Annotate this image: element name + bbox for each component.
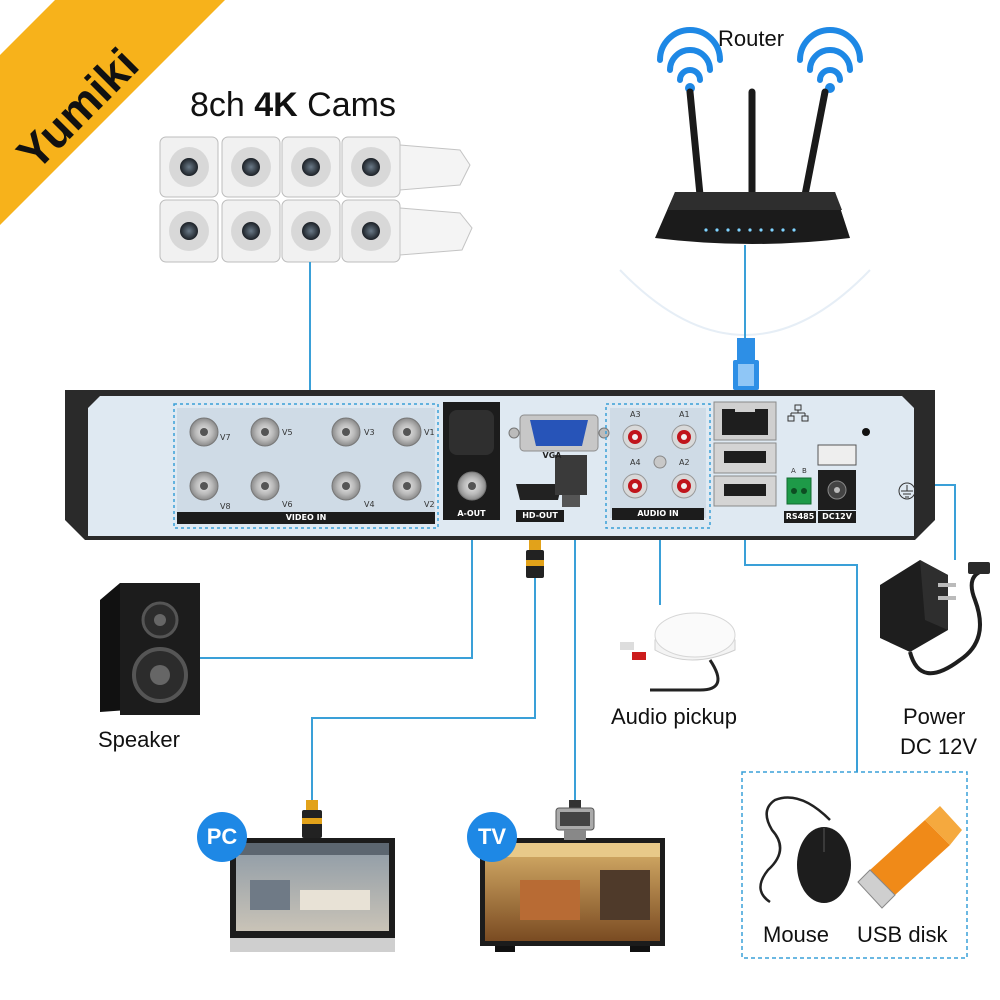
video-channel-v7: V7 [220, 433, 231, 442]
usb-peripherals-box [741, 771, 968, 959]
audio-channel-a3: A3 [630, 410, 641, 419]
video-channel-v8: V8 [220, 502, 231, 511]
audio-channel-a2: A2 [679, 458, 690, 467]
vga-label: VGA [542, 451, 562, 460]
power-adapter-device [880, 560, 990, 676]
mouse-device [759, 796, 851, 904]
dvr-back-panel [65, 390, 935, 540]
pc-monitor [230, 838, 395, 952]
cameras-title: 8ch 4K Cams [190, 86, 396, 125]
cameras-resolution: 4K [254, 86, 298, 124]
audio-pickup-label: Audio pickup [611, 704, 737, 729]
dvi-cable-plug-pc [302, 800, 322, 838]
brand-ribbon [0, 0, 225, 225]
audio-in-label: AUDIO IN [612, 508, 704, 520]
ground-icon [898, 482, 916, 500]
wifi-icon-right [797, 27, 863, 83]
vga-cable-plug-tv [555, 800, 595, 840]
speaker-label: Speaker [98, 727, 180, 752]
video-channel-v5: V5 [282, 428, 293, 437]
hd-out-label: HD-OUT [516, 510, 564, 522]
power-label-line1: Power [903, 704, 966, 729]
tv-screen [480, 838, 665, 952]
mouse-label: Mouse [763, 922, 830, 947]
video-channel-v2: V2 [424, 500, 435, 509]
pc-badge: PC [197, 812, 247, 862]
video-channel-v3: V3 [364, 428, 375, 437]
dc12v-label: DC12V [818, 511, 856, 523]
rs485-pin-a: A [791, 467, 796, 475]
audio-channel-a1: A1 [679, 410, 690, 419]
power-label-line2: DC 12V [900, 734, 978, 759]
network-icon [787, 404, 809, 422]
hdmi-cable-plug [526, 540, 544, 578]
router-device [655, 88, 850, 244]
rs485-pin-b: B [802, 467, 807, 475]
usb-disk-device [857, 806, 962, 909]
video-channel-v1: V1 [424, 428, 435, 437]
ethernet-plug [733, 338, 759, 390]
wifi-icon-left [657, 27, 723, 83]
audio-channel-a4: A4 [630, 458, 641, 467]
cameras-count: 8ch [190, 86, 255, 124]
audio-pickup-device [620, 612, 736, 692]
video-channel-v6: V6 [282, 500, 293, 509]
camera-array [159, 136, 473, 263]
usb-disk-label: USB disk [857, 922, 948, 947]
rs485-label: RS485 [784, 511, 816, 523]
video-in-label: VIDEO IN [177, 512, 435, 524]
cameras-suffix: Cams [297, 86, 396, 124]
tv-badge: TV [467, 812, 517, 862]
router-label: Router [718, 26, 785, 51]
a-out-label: A-OUT [457, 509, 486, 518]
video-channel-v4: V4 [364, 500, 375, 509]
speaker-device [100, 583, 200, 715]
